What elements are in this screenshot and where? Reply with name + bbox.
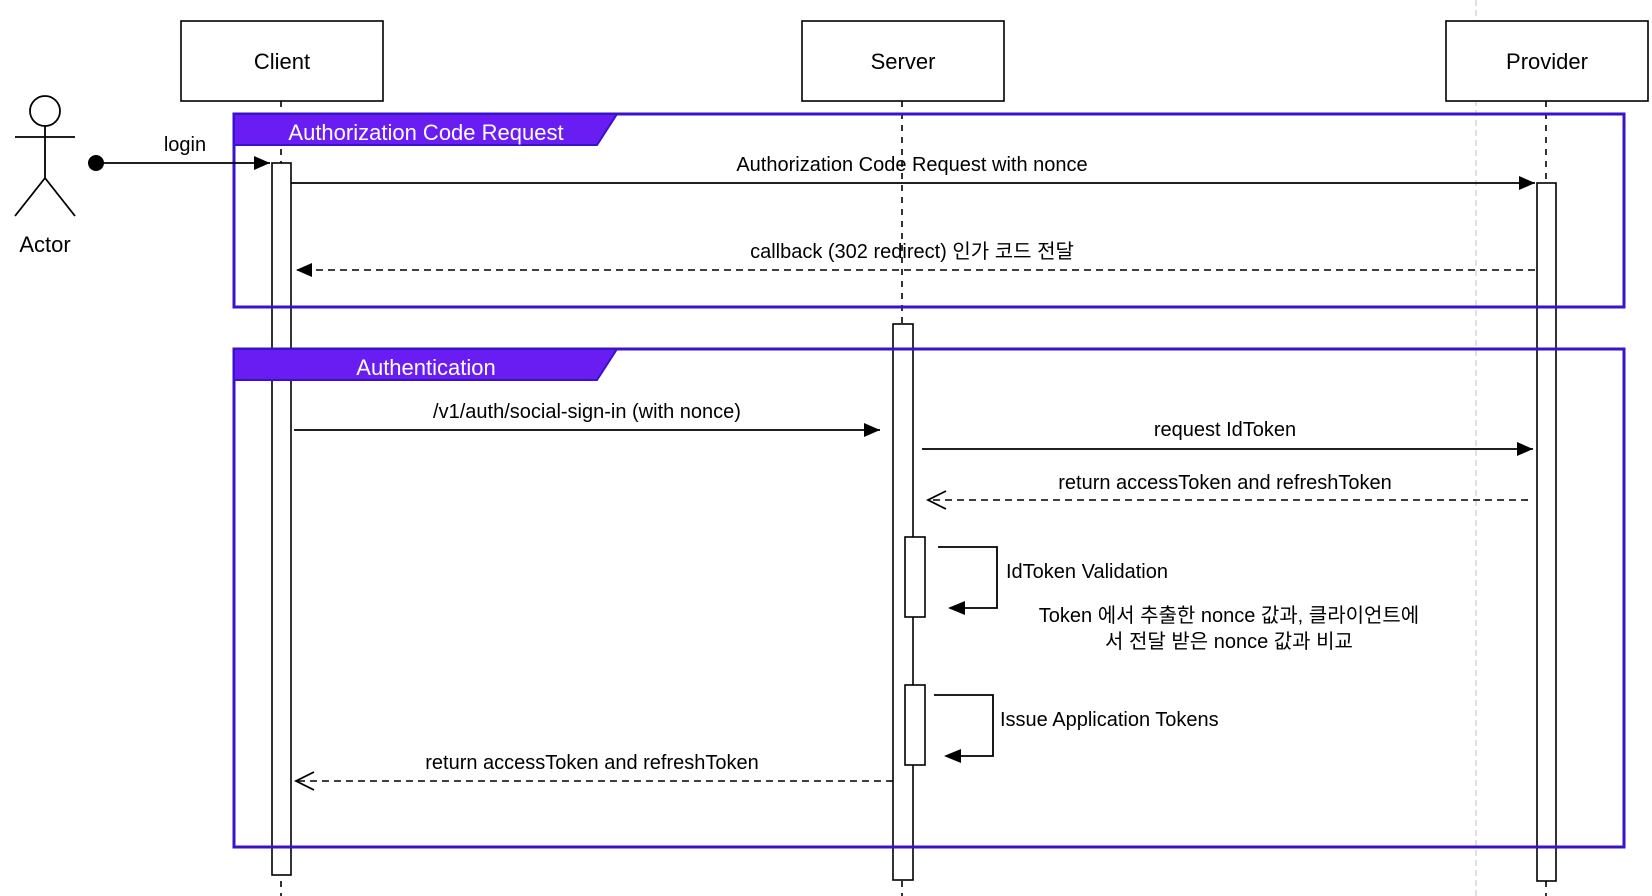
- frame-title-authentication: Authentication: [356, 355, 495, 380]
- frame-authentication: Authentication: [232, 347, 1626, 849]
- actor-figure[interactable]: [14, 95, 76, 217]
- provider-activation: [1536, 182, 1557, 882]
- login-label: login: [164, 134, 206, 156]
- client-activation: [271, 162, 292, 876]
- frame-title-auth-code: Authorization Code Request: [288, 120, 563, 145]
- idtoken-validation-label: IdToken Validation: [1006, 561, 1168, 583]
- issue-tokens-arrowhead: [944, 749, 961, 763]
- auth-code-request-label: Authorization Code Request with nonce: [736, 154, 1087, 176]
- issue-tokens-arrow[interactable]: [934, 694, 994, 757]
- nonce-compare-line1: Token 에서 추출한 nonce 값과, 클라이언트에: [1039, 604, 1419, 627]
- client-label: Client: [254, 49, 310, 74]
- return-tokens-provider-arrowhead: [925, 490, 947, 510]
- issue-tokens-activation: [904, 684, 926, 766]
- callback-label: callback (302 redirect) 인가 코드 전달: [750, 240, 1074, 263]
- social-sign-in-label: /v1/auth/social-sign-in (with nonce): [433, 401, 741, 423]
- actor-label: Actor: [19, 232, 70, 257]
- server-label: Server: [871, 49, 936, 74]
- provider-participant[interactable]: Provider: [1445, 20, 1649, 102]
- return-tokens-client-label: return accessToken and refreshToken: [425, 752, 759, 774]
- callback-arrowhead: [296, 263, 312, 277]
- idtoken-validation-activation: [904, 536, 926, 618]
- idtoken-validation-arrow[interactable]: [938, 546, 998, 609]
- provider-label: Provider: [1506, 49, 1588, 74]
- client-participant[interactable]: Client: [180, 20, 384, 102]
- nonce-compare-line2: 서 전달 받은 nonce 값과 비교: [1105, 630, 1353, 653]
- server-participant[interactable]: Server: [801, 20, 1005, 102]
- issue-tokens-label: Issue Application Tokens: [1000, 709, 1219, 731]
- login-message[interactable]: [88, 155, 270, 171]
- idtoken-validation-arrowhead: [948, 601, 965, 615]
- return-tokens-provider-label: return accessToken and refreshToken: [1058, 472, 1392, 494]
- frame-authorization-code-request: Authorization Code Request: [232, 112, 1626, 309]
- request-idtoken-label: request IdToken: [1154, 419, 1296, 441]
- return-tokens-client-arrowhead: [293, 771, 315, 791]
